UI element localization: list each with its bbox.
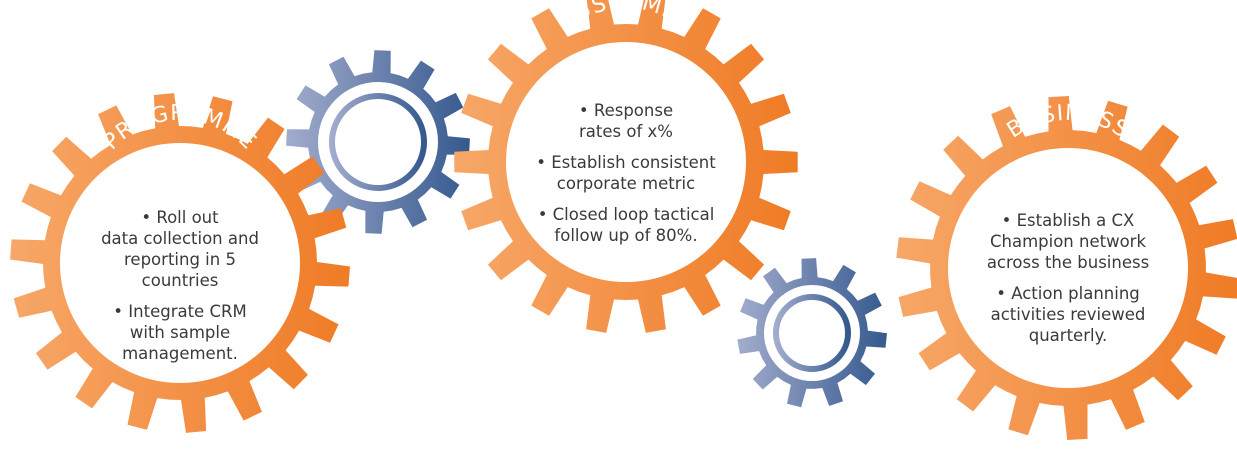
small-blue-gear-top [286, 50, 470, 234]
customer-bullet-3: • Closed loop tactical follow up of 80%. [537, 205, 715, 245]
programme-bullet-1: • Roll out data collection and reporting… [101, 208, 259, 290]
customer-bullet-2: • Establish consistent corporate metric [536, 153, 716, 193]
gear-ring [329, 93, 427, 191]
business-bullet-2: • Action planning activities reviewed qu… [990, 284, 1146, 345]
programme-gear [10, 93, 350, 433]
gear-ring [773, 294, 851, 372]
customer-bullet-1: • Response rates of x% [578, 101, 674, 141]
gear-hub [948, 148, 1188, 388]
programme-bullets: • Roll out data collection and reporting… [90, 207, 270, 374]
gear-hub [506, 42, 746, 282]
gear-hub [318, 82, 438, 202]
business-gear [896, 96, 1237, 440]
programme-bullet-2: • Integrate CRM with sample management. [113, 302, 247, 363]
business-bullet-1: • Establish a CX Champion network across… [986, 211, 1150, 272]
gear-hub [60, 143, 300, 383]
small-blue-gear-bottom [737, 258, 887, 408]
business-bullets: • Establish a CX Champion network across… [978, 210, 1158, 356]
customer-bullets: • Response rates of x% • Establish consi… [530, 100, 722, 256]
customer-gear [454, 0, 798, 333]
